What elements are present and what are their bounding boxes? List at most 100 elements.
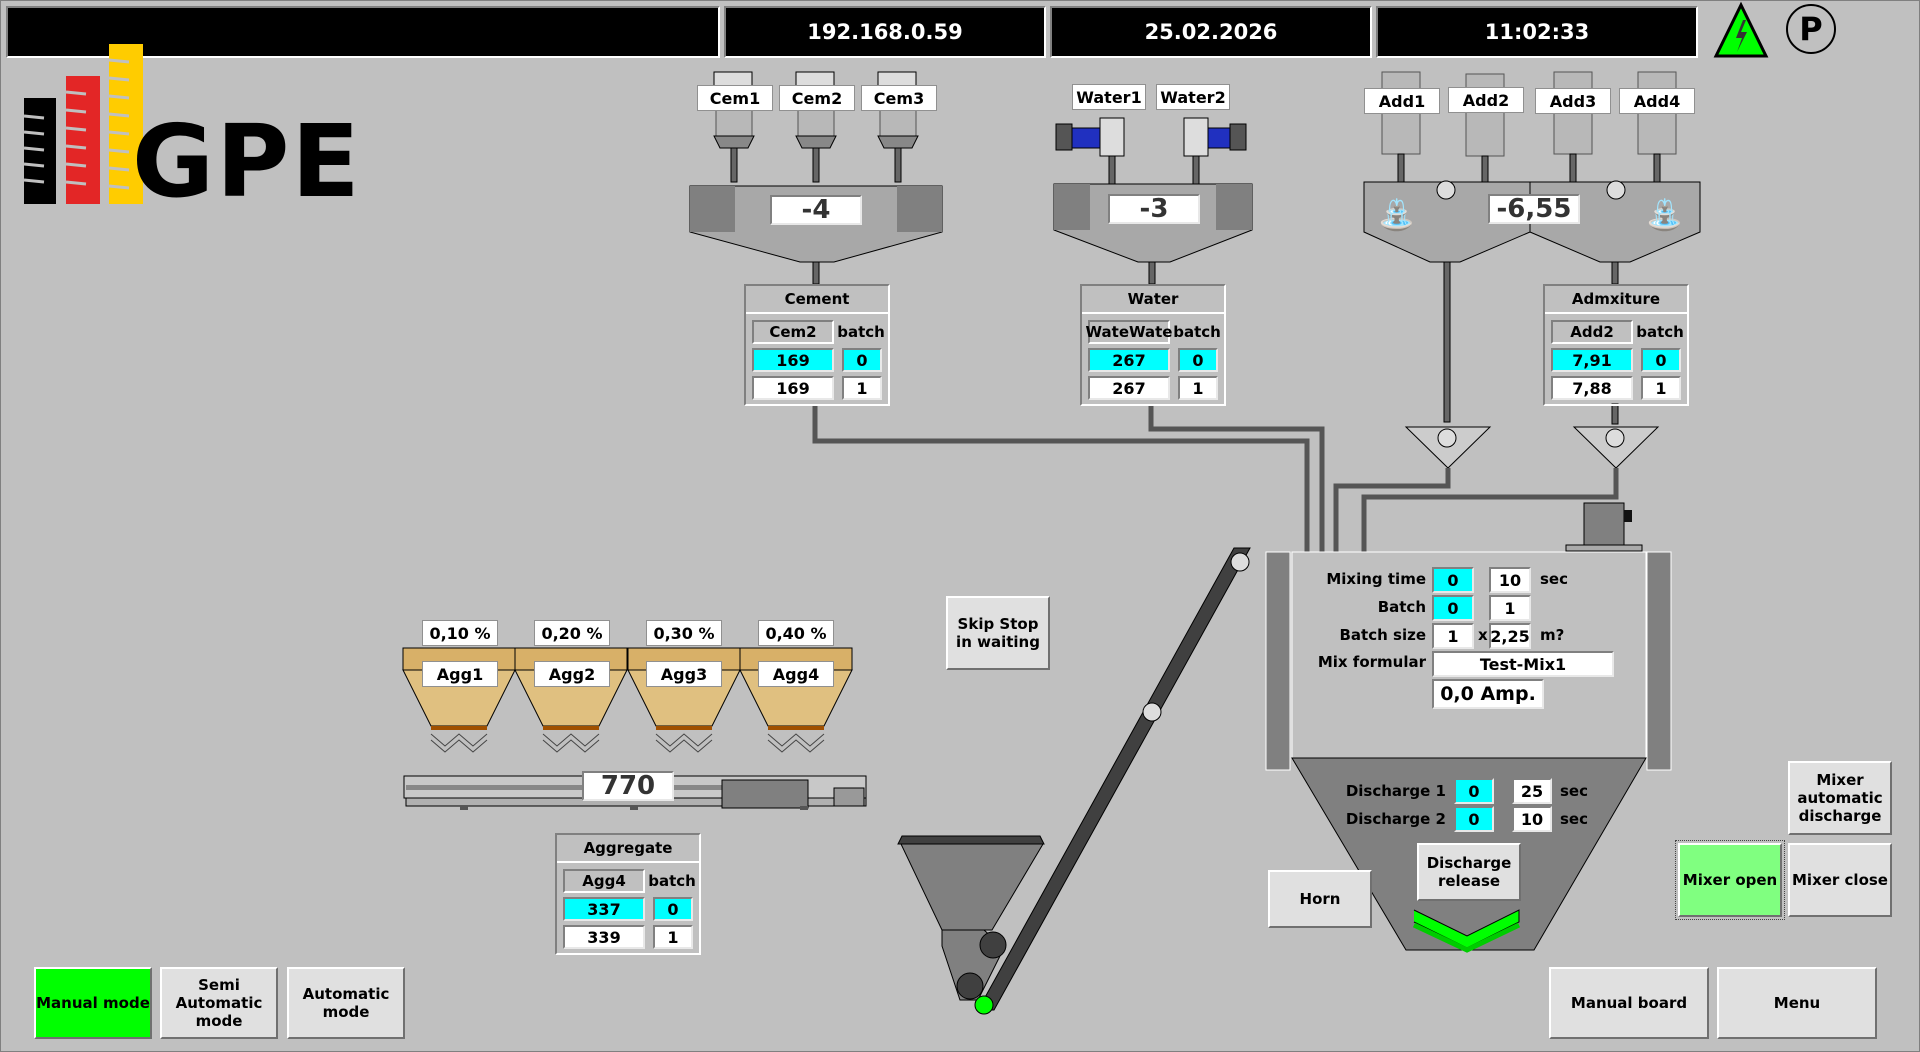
- mix-formular-value[interactable]: Test-Mix1: [1432, 651, 1614, 677]
- time-display: 11:02:33: [1376, 6, 1698, 58]
- mixer-close-button[interactable]: Mixer close: [1788, 843, 1892, 917]
- agg3-moisture[interactable]: 0,30 %: [646, 620, 722, 646]
- water-material-header: WateWate: [1086, 320, 1172, 344]
- cement-scale-value: -4: [770, 195, 862, 225]
- high-voltage-warning-icon[interactable]: [1713, 1, 1769, 58]
- batch-size-volume[interactable]: 2,25: [1489, 623, 1531, 649]
- tap-icon-left: ⛲: [1378, 198, 1416, 233]
- agg4-moisture[interactable]: 0,40 %: [758, 620, 834, 646]
- agg2-moisture[interactable]: 0,20 %: [534, 620, 610, 646]
- water-actual-value: 267: [1088, 348, 1170, 372]
- bin-label-agg2[interactable]: Agg2: [534, 661, 610, 687]
- water-batch-target: 1: [1178, 376, 1218, 400]
- mixing-time-set[interactable]: 10: [1489, 567, 1531, 593]
- mixing-time-unit: sec: [1540, 570, 1568, 588]
- aggregate-target-value: 339: [563, 925, 645, 949]
- horn-button[interactable]: Horn: [1268, 870, 1372, 928]
- agg1-moisture[interactable]: 0,10 %: [422, 620, 498, 646]
- date-display: 25.02.2026: [1050, 6, 1372, 58]
- water-batch-header: batch: [1173, 323, 1221, 341]
- batch-actual: 0: [1432, 595, 1474, 621]
- tank-label-add1[interactable]: Add1: [1364, 88, 1440, 114]
- tank-label-add2[interactable]: Add2: [1448, 87, 1524, 113]
- water-panel: Water WateWate batch 267 0 267 1: [1080, 284, 1226, 406]
- bin-label-agg4[interactable]: Agg4: [758, 661, 834, 687]
- tank-label-add3[interactable]: Add3: [1535, 88, 1611, 114]
- discharge2-unit: sec: [1560, 810, 1588, 828]
- water-panel-title: Water: [1082, 286, 1224, 314]
- silo-label-cem2[interactable]: Cem2: [779, 85, 855, 111]
- mixer-body: [1265, 551, 1672, 953]
- water-batch-actual: 0: [1178, 348, 1218, 372]
- cement-target-value: 169: [752, 376, 834, 400]
- tank-label-add4[interactable]: Add4: [1619, 88, 1695, 114]
- bin-label-agg1[interactable]: Agg1: [422, 661, 498, 687]
- cement-panel-title: Cement: [746, 286, 888, 314]
- batch-size-label: Batch size: [1339, 626, 1427, 644]
- admixture-material-header: Add2: [1551, 320, 1633, 344]
- cement-panel: Cement Cem2 batch 169 0 169 1: [744, 284, 890, 406]
- bin-label-agg3[interactable]: Agg3: [646, 661, 722, 687]
- discharge1-unit: sec: [1560, 782, 1588, 800]
- aggregate-batch-actual: 0: [653, 897, 693, 921]
- discharge1-set[interactable]: 25: [1512, 778, 1552, 804]
- mixing-time-actual: 0: [1432, 567, 1474, 593]
- semi-automatic-mode-button[interactable]: Semi Automatic mode: [160, 967, 278, 1039]
- manual-board-button[interactable]: Manual board: [1549, 967, 1709, 1039]
- batch-label: Batch: [1377, 598, 1426, 616]
- skip-stop-in-waiting-button[interactable]: Skip Stop in waiting: [946, 596, 1050, 670]
- manual-mode-button[interactable]: Manual mode: [34, 967, 152, 1039]
- menu-button[interactable]: Menu: [1717, 967, 1877, 1039]
- mixer-automatic-discharge-button[interactable]: Mixer automatic discharge: [1788, 761, 1892, 835]
- tap-icon-right: ⛲: [1646, 198, 1684, 233]
- admixture-batch-actual: 0: [1641, 348, 1681, 372]
- gpe-logo: GPE: [23, 44, 374, 246]
- water-valve-graphics: [1053, 117, 1253, 285]
- cement-batch-actual: 0: [842, 348, 882, 372]
- cement-batch-target: 1: [842, 376, 882, 400]
- mixing-time-label: Mixing time: [1326, 570, 1426, 588]
- skip-hoist: [897, 547, 1251, 1015]
- logo-bars-icon: [23, 44, 143, 204]
- aggregate-actual-value: 337: [563, 897, 645, 921]
- aggregate-belt-conveyor: [403, 775, 867, 810]
- admixture-batch-target: 1: [1641, 376, 1681, 400]
- admixture-target-value: 7,88: [1551, 376, 1633, 400]
- admixture-batch-header: batch: [1636, 323, 1684, 341]
- logo-text: GPE: [132, 103, 362, 220]
- ip-address-display: 192.168.0.59: [724, 6, 1046, 58]
- mixer-current-value: 0,0 Amp.: [1432, 679, 1544, 709]
- admixture-panel-title: Admxiture: [1545, 286, 1687, 314]
- water-target-value: 267: [1088, 376, 1170, 400]
- valve-label-water2[interactable]: Water2: [1156, 84, 1230, 110]
- discharge2-label: Discharge 2: [1345, 810, 1446, 828]
- water-scale-value: -3: [1108, 194, 1200, 224]
- admixture-actual-value: 7,91: [1551, 348, 1633, 372]
- batch-size-unit: m?: [1540, 626, 1565, 644]
- discharge2-actual: 0: [1454, 806, 1494, 832]
- discharge-release-button[interactable]: Discharge release: [1417, 843, 1521, 901]
- mix-formular-label: Mix formular: [1317, 653, 1426, 671]
- cement-material-header: Cem2: [752, 320, 834, 344]
- parking-icon[interactable]: P: [1786, 4, 1836, 54]
- automatic-mode-button[interactable]: Automatic mode: [287, 967, 405, 1039]
- parking-label: P: [1799, 10, 1823, 48]
- aggregate-batch-target: 1: [653, 925, 693, 949]
- mixer-open-button[interactable]: Mixer open: [1675, 840, 1785, 920]
- cement-actual-value: 169: [752, 348, 834, 372]
- discharge2-set[interactable]: 10: [1512, 806, 1552, 832]
- discharge1-label: Discharge 1: [1345, 782, 1446, 800]
- cement-batch-header: batch: [837, 323, 885, 341]
- batch-size-count[interactable]: 1: [1432, 623, 1474, 649]
- silo-label-cem1[interactable]: Cem1: [697, 85, 773, 111]
- silo-label-cem3[interactable]: Cem3: [861, 85, 937, 111]
- aggregate-panel-title: Aggregate: [557, 835, 699, 863]
- admixture-scale-value: -6,55: [1488, 194, 1580, 224]
- valve-label-water1[interactable]: Water1: [1072, 84, 1146, 110]
- feed-pipes: [812, 406, 1619, 552]
- batch-set[interactable]: 1: [1489, 595, 1531, 621]
- aggregate-batch-header: batch: [648, 872, 696, 890]
- admixture-funnels: [1404, 426, 1660, 469]
- conveyor-weight-value: 770: [582, 771, 674, 801]
